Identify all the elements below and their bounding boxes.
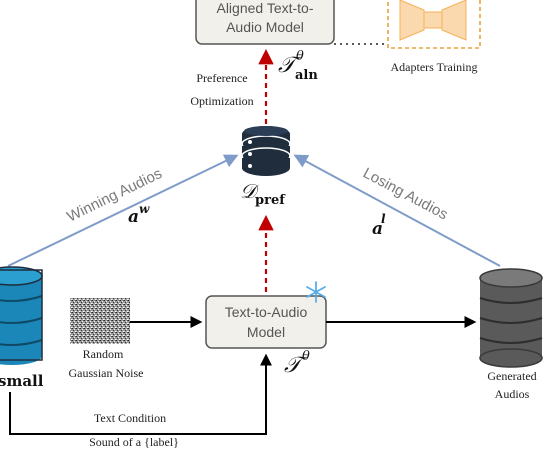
t-aln-label: 𝒯 θ aln — [278, 49, 318, 83]
small-label: small — [0, 372, 44, 390]
adapter-frame — [387, 0, 481, 49]
text-condition-line1: Text Condition — [94, 411, 166, 425]
text-condition-line2: Sound of a {label} — [89, 435, 179, 449]
svg-text:θ: θ — [302, 349, 310, 364]
generated-line2: Audios — [495, 387, 530, 401]
winning-math: a w — [128, 202, 150, 227]
svg-text:w: w — [139, 202, 150, 216]
svg-text:aln: aln — [295, 68, 318, 83]
text-condition-path — [9, 353, 272, 435]
adapter-icon — [399, 0, 467, 41]
noise-line1: Random — [83, 347, 124, 361]
noise-image — [70, 298, 130, 344]
d-pref-label: 𝒟 pref — [240, 179, 286, 208]
small-database-icon — [0, 266, 43, 365]
svg-text:pref: pref — [255, 193, 286, 208]
winning-arrow — [7, 154, 239, 267]
winning-label: Winning Audios — [64, 165, 164, 226]
generated-database-icon — [479, 268, 543, 368]
losing-arrow — [293, 154, 501, 267]
tta-line2: Model — [247, 324, 285, 340]
noise-line2: Gaussian Noise — [69, 366, 144, 380]
generated-line1: Generated — [487, 369, 536, 383]
database-icon — [241, 126, 291, 176]
t-theta-label: 𝒯 θ — [284, 349, 310, 378]
aligned-model-node: Aligned Text-to- Audio Model — [195, 0, 335, 45]
preference-line2: Optimization — [190, 94, 253, 108]
tta-model-node: Text-to-Audio Model — [205, 295, 327, 349]
svg-text:a: a — [128, 207, 139, 227]
svg-text:l: l — [381, 212, 386, 226]
snowflake-icon — [306, 281, 326, 303]
svg-text:θ: θ — [296, 49, 304, 64]
tta-line1: Text-to-Audio — [225, 304, 308, 320]
svg-text:a: a — [372, 219, 383, 239]
adapters-label: Adapters Training — [391, 60, 478, 74]
svg-text:𝒟: 𝒟 — [240, 179, 260, 203]
losing-math: a l — [372, 212, 386, 239]
aligned-model-line2: Audio Model — [226, 19, 304, 35]
preference-line1: Preference — [196, 71, 247, 85]
aligned-model-line1: Aligned Text-to- — [216, 0, 313, 16]
adapters-node: Adapters Training — [387, 0, 481, 74]
